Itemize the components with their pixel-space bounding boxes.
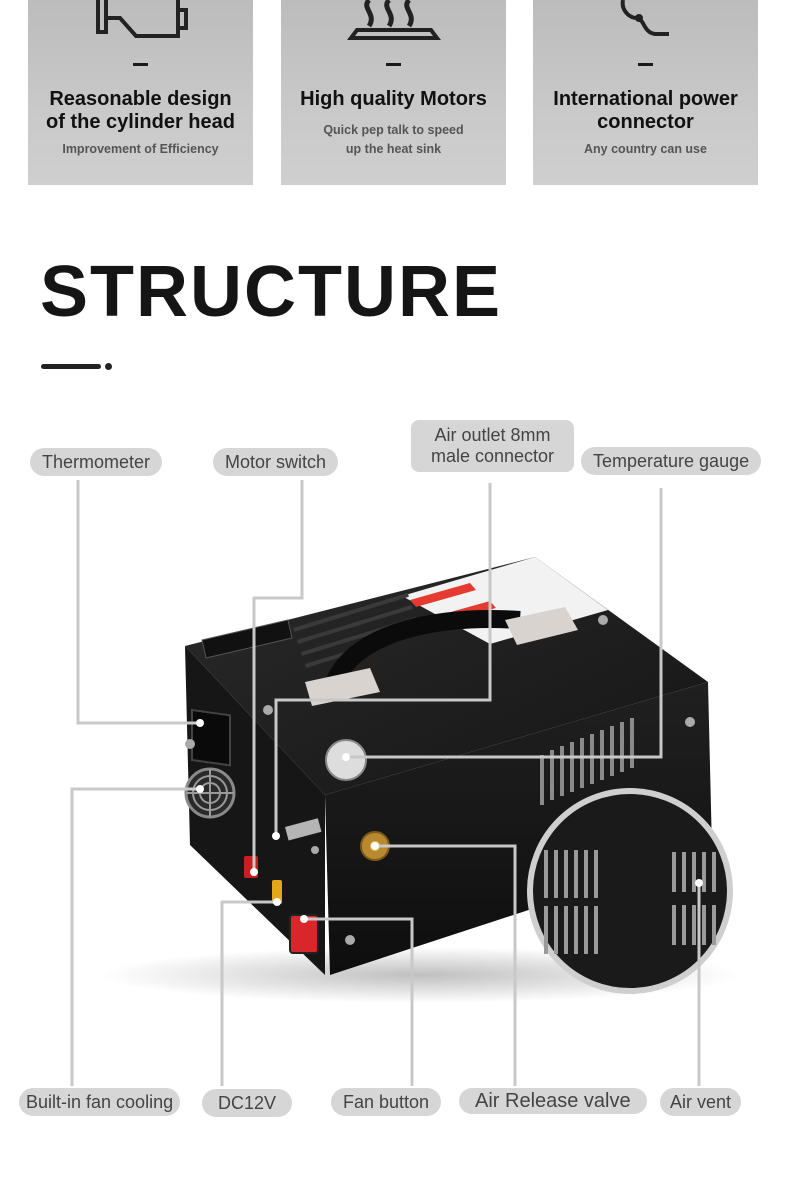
card-subtitle: Quick pep talk to speed up the heat sink — [323, 123, 464, 156]
label-fan-button: Fan button — [331, 1088, 442, 1116]
side-vents — [540, 718, 634, 805]
card-title: International power connector — [553, 88, 738, 133]
air-vent-zoom — [527, 788, 733, 994]
structure-diagram: Thermometer Motor switch Air outlet 8mm … — [0, 400, 790, 1179]
card-subtitle: Improvement of Efficiency — [62, 142, 219, 156]
feature-card-motors: High quality Motors Quick pep talk to sp… — [281, 0, 506, 185]
label-air-vent: Air vent — [660, 1088, 742, 1116]
device-front — [325, 682, 712, 975]
section-title: STRUCTURE — [40, 252, 502, 332]
label-air-outlet: Air outlet 8mm male connector — [411, 420, 574, 472]
title-dot — [105, 363, 112, 370]
feature-card-cylinder-head: Reasonable design of the cylinder head I… — [28, 0, 253, 185]
card-title: High quality Motors — [300, 88, 487, 110]
label-motor-switch: Motor switch — [213, 448, 339, 476]
power-connector-icon — [620, 0, 669, 36]
compressor-illustration — [70, 480, 740, 1086]
title-underline — [41, 364, 101, 369]
label-air-release-valve: Air Release valve — [459, 1088, 647, 1114]
motor-heat-icon — [347, 0, 441, 40]
leader-lines — [70, 480, 701, 1086]
label-temperature-gauge: Temperature gauge — [581, 447, 762, 475]
label-fan-cooling: Built-in fan cooling — [19, 1088, 181, 1116]
card-dash — [638, 63, 653, 66]
fan-grille — [184, 767, 236, 819]
label-dc12v: DC12V — [202, 1089, 293, 1117]
cylinder-head-icon — [96, 0, 188, 38]
card-dash — [133, 63, 148, 66]
label-thermometer: Thermometer — [30, 448, 163, 476]
card-dash — [386, 63, 401, 66]
card-title: Reasonable design of the cylinder head — [46, 88, 235, 133]
card-subtitle: Any country can use — [584, 142, 707, 156]
feature-card-power-connector: International power connector Any countr… — [533, 0, 758, 185]
leader-dots — [196, 719, 703, 923]
